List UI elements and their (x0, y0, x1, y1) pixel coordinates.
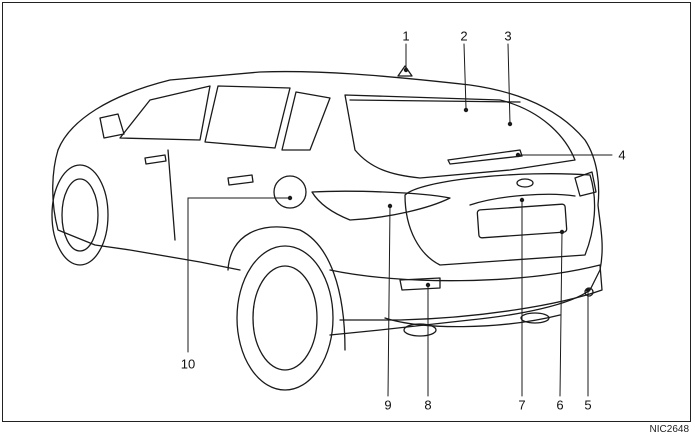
callout-7: 7 (518, 397, 526, 413)
rear-wheel (236, 245, 334, 391)
lower-body-line (52, 149, 241, 271)
rear-fog-lamp (584, 287, 594, 297)
rear-quarter-window (281, 91, 331, 151)
diffuser (384, 314, 561, 328)
fuel-filler-door (273, 175, 307, 209)
leader-dots (287, 67, 591, 293)
figure-code: NIC2648 (649, 424, 689, 435)
callout-1: 1 (402, 28, 410, 44)
reflector (399, 277, 441, 291)
callout-8: 8 (424, 397, 432, 413)
tailgate (404, 173, 596, 266)
antenna (397, 65, 413, 77)
door-seam (167, 149, 176, 241)
front-wheel-rim (61, 178, 99, 252)
rear-spoiler (349, 99, 521, 103)
tail-lamp-right (574, 171, 597, 197)
door-handle-rear (227, 174, 254, 186)
side-window-rear (204, 85, 291, 149)
callout-2: 2 (460, 28, 468, 44)
leader-lines (187, 43, 613, 397)
door-handle-front (144, 154, 167, 165)
trim-strip (469, 193, 576, 206)
callout-3: 3 (504, 28, 512, 44)
callout-6: 6 (556, 397, 564, 413)
side-window-front (119, 85, 211, 141)
rear-wheel-rim (252, 265, 318, 371)
rear-wiper (447, 149, 523, 165)
figure-frame (2, 2, 691, 422)
license-plate (476, 203, 568, 239)
front-wheel (51, 164, 109, 266)
callout-4: 4 (618, 147, 626, 163)
rear-window (344, 94, 576, 179)
tail-lamp (311, 190, 451, 221)
exhaust-left (403, 323, 437, 337)
callout-10: 10 (180, 356, 196, 372)
exhaust-right (520, 312, 550, 324)
callout-9: 9 (384, 397, 392, 413)
wheel-arch (227, 226, 346, 351)
side-mirror (99, 113, 125, 139)
callout-5: 5 (584, 397, 592, 413)
emblem (516, 178, 534, 188)
